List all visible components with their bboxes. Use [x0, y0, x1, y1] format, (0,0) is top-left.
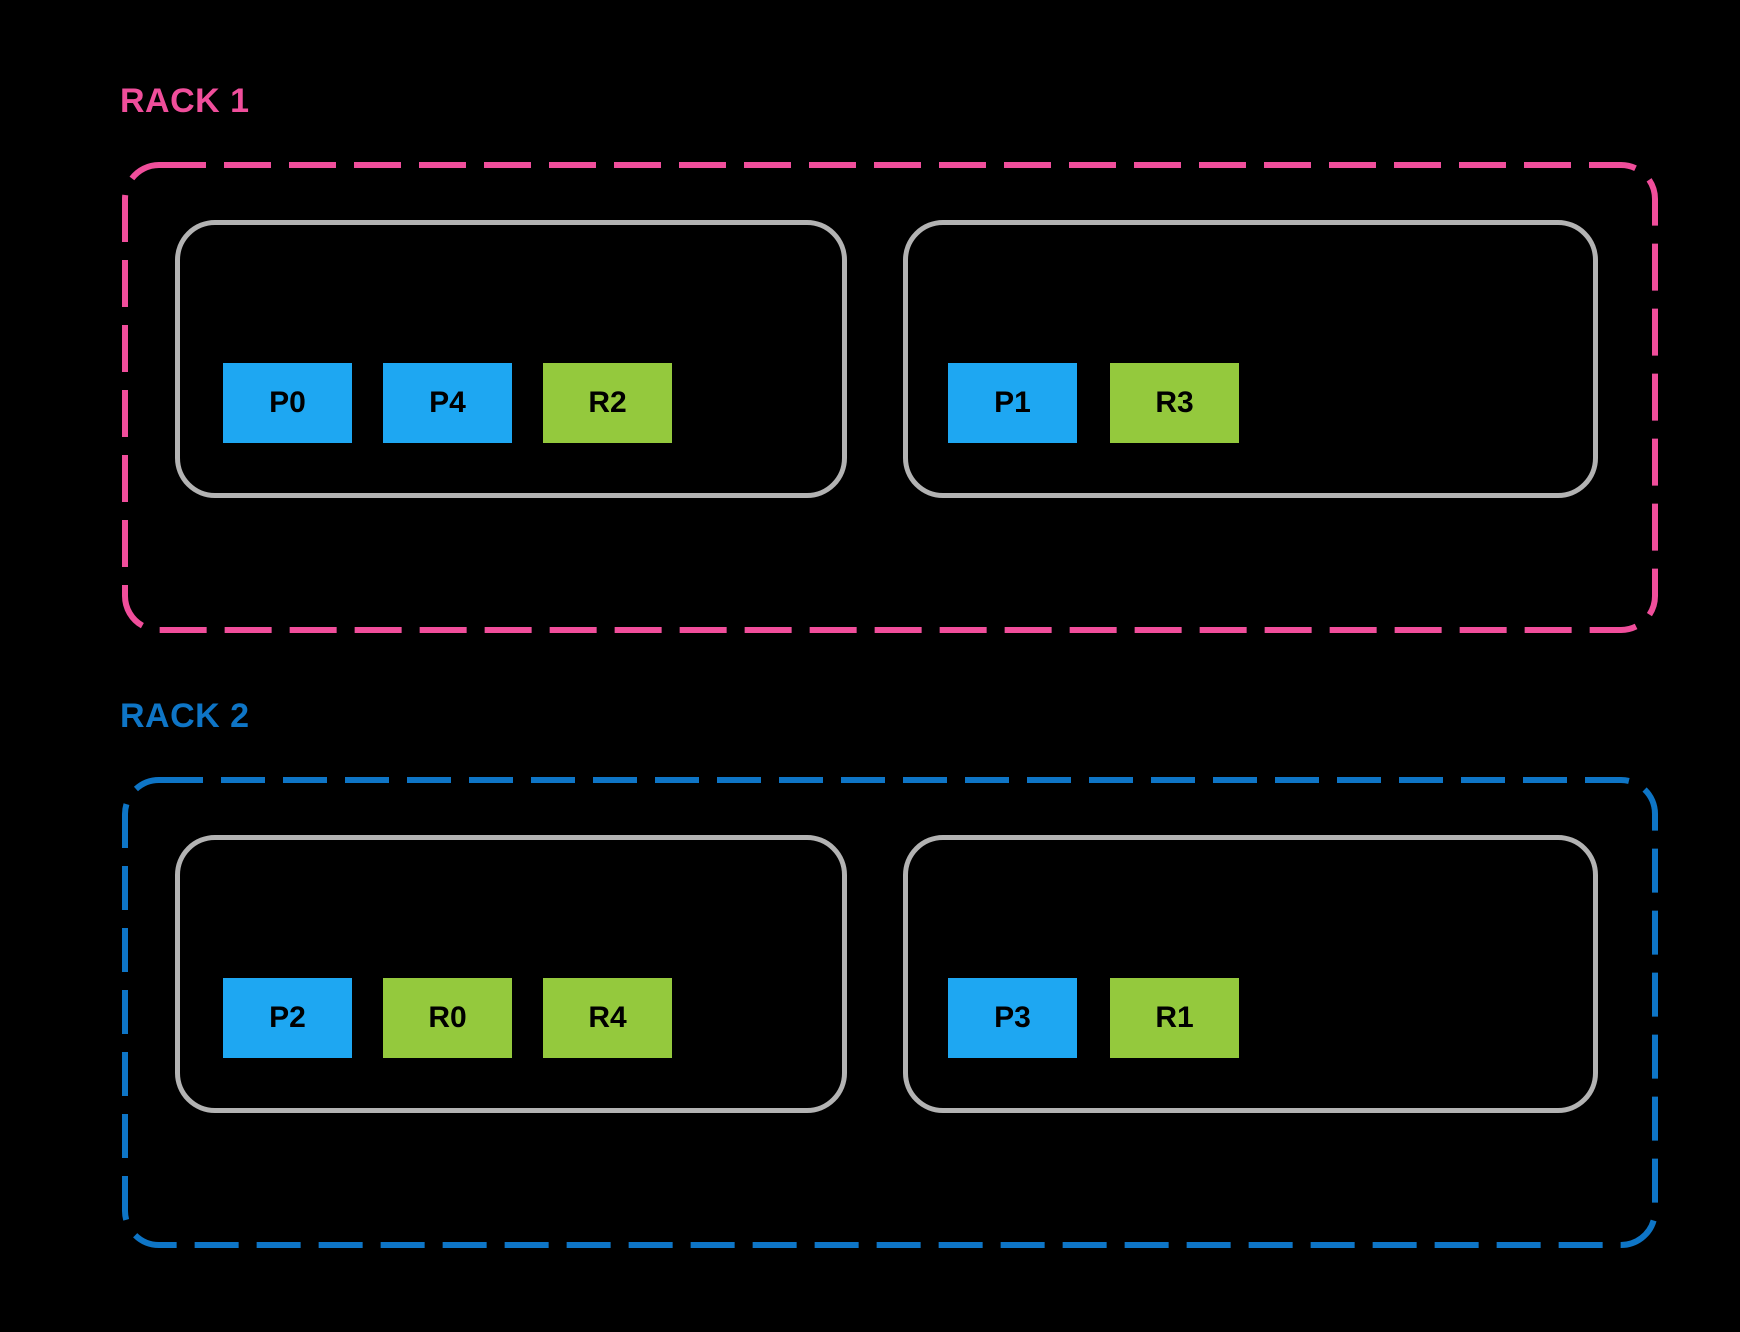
rack-1-node-2: P1 R3: [903, 220, 1598, 498]
chip-p3: P3: [948, 978, 1077, 1058]
rack-1-dashed-border: [122, 162, 1658, 633]
rack-1-label: RACK 1: [120, 82, 250, 120]
chip-r2: R2: [543, 363, 672, 443]
chip-p1: P1: [948, 363, 1077, 443]
chip-p2: P2: [223, 978, 352, 1058]
rack-1-node-1: P0 P4 R2: [175, 220, 847, 498]
chip-r4: R4: [543, 978, 672, 1058]
chip-r3: R3: [1110, 363, 1239, 443]
rack-2-node-2: P3 R1: [903, 835, 1598, 1113]
rack-1: RACK 1 P0 P4 R2 P1 R3: [120, 84, 1658, 633]
chip-r1: R1: [1110, 978, 1239, 1058]
chip-p0: P0: [223, 363, 352, 443]
rack-2-label: RACK 2: [120, 697, 250, 735]
chip-p4: P4: [383, 363, 512, 443]
rack-2-node-1: P2 R0 R4: [175, 835, 847, 1113]
rack-2: RACK 2 P2 R0 R4 P3 R1: [120, 699, 1658, 1248]
rack-2-dashed-border: [122, 777, 1658, 1248]
chip-r0: R0: [383, 978, 512, 1058]
